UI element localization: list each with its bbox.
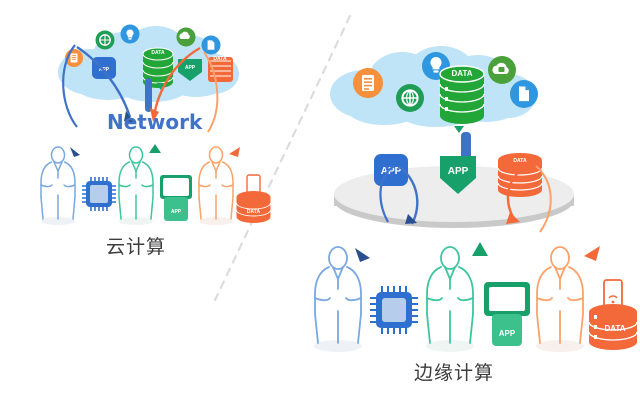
kiosk-app-icon: APP: [484, 282, 530, 346]
left-down-arrow: [145, 78, 164, 112]
app-tag-green-label: APP: [448, 166, 469, 177]
globe-network-icon: [95, 30, 115, 50]
pointer-arrow-orange: [229, 147, 240, 157]
flow-arrowhead-blue: [405, 214, 417, 224]
kiosk-app-label: APP: [171, 209, 182, 215]
person-orange-group: DATA: [198, 146, 271, 225]
right-panel-title: 边缘计算: [414, 362, 495, 384]
document-icon: [510, 80, 538, 108]
person-blue-group: [314, 246, 418, 352]
pointer-arrow-blue: [355, 248, 370, 262]
arrow-shaft: [145, 78, 152, 112]
globe-network-icon: [396, 84, 424, 112]
person-blue-group: [40, 146, 116, 225]
network-label: Network: [107, 110, 203, 134]
flow-curve-blue-outer: [379, 165, 395, 223]
flow-arrowhead-orange: [506, 212, 520, 224]
app-tag-green: APP: [440, 156, 476, 194]
cloud-lock-icon: [488, 56, 516, 84]
flow-arrowhead-blue: [124, 111, 134, 123]
flow-curve-blue-inner: [76, 46, 132, 118]
left-blue-flow-curves: [62, 44, 134, 128]
cloud-lock-icon: [176, 27, 196, 47]
data-stack-phone-icon: DATA: [588, 279, 638, 350]
flow-curve-orange-inner: [152, 46, 201, 117]
flow-curve-blue-inner: [397, 165, 419, 225]
database-icon-label: DATA: [151, 50, 165, 56]
data-stack-label: DATA: [604, 324, 625, 333]
cpu-chip-icon: [370, 286, 418, 334]
kiosk-app-label: APP: [499, 329, 516, 338]
left-orange-flow-curves: [150, 46, 219, 133]
app-tag-green-label: APP: [185, 65, 196, 71]
kiosk-app-icon: APP: [160, 175, 192, 221]
storage-stack-orange-label: DATA: [513, 158, 527, 164]
person-green-group: APP: [118, 144, 192, 225]
document-icon: [201, 35, 221, 55]
flow-curve-blue-outer: [62, 44, 78, 128]
pointer-arrow-orange: [584, 246, 600, 261]
left-panel-title: 云计算: [106, 236, 167, 258]
person-green-group: APP: [426, 242, 530, 352]
cpu-chip-icon: [82, 177, 116, 211]
pointer-arrow-green: [149, 144, 161, 153]
right-orange-flow-curves: [506, 162, 552, 233]
flow-arrowhead-orange: [150, 108, 159, 122]
right-blue-flow-curves: [379, 165, 419, 225]
right-people-group: APP: [314, 242, 638, 352]
flow-curve-orange-outer: [203, 51, 219, 133]
lightbulb-icon: [120, 24, 140, 44]
left-people-group: APP DATA: [40, 144, 271, 225]
arrow-head-green-top: [454, 126, 464, 133]
arrow-head-green: [157, 83, 164, 90]
person-orange-group: DATA: [536, 246, 638, 352]
pointer-arrow-green: [472, 242, 488, 256]
database-icon-label: DATA: [451, 69, 472, 78]
app-tag-green: APP: [178, 59, 202, 81]
database-icon: DATA: [439, 65, 485, 124]
app-tile-blue-label: APP: [381, 166, 402, 177]
server-icon: [353, 68, 383, 98]
right-cloud-group: DATA: [330, 46, 538, 127]
storage-stack-orange: DATA: [497, 153, 543, 197]
storage-stack-icon-label: DATA: [213, 56, 227, 62]
divider-line: [213, 14, 352, 302]
flow-curve-orange-outer: [535, 165, 552, 233]
data-stack-label: DATA: [247, 209, 261, 215]
data-stack-phone-icon: DATA: [236, 174, 271, 223]
pointer-arrow-blue: [70, 147, 80, 157]
